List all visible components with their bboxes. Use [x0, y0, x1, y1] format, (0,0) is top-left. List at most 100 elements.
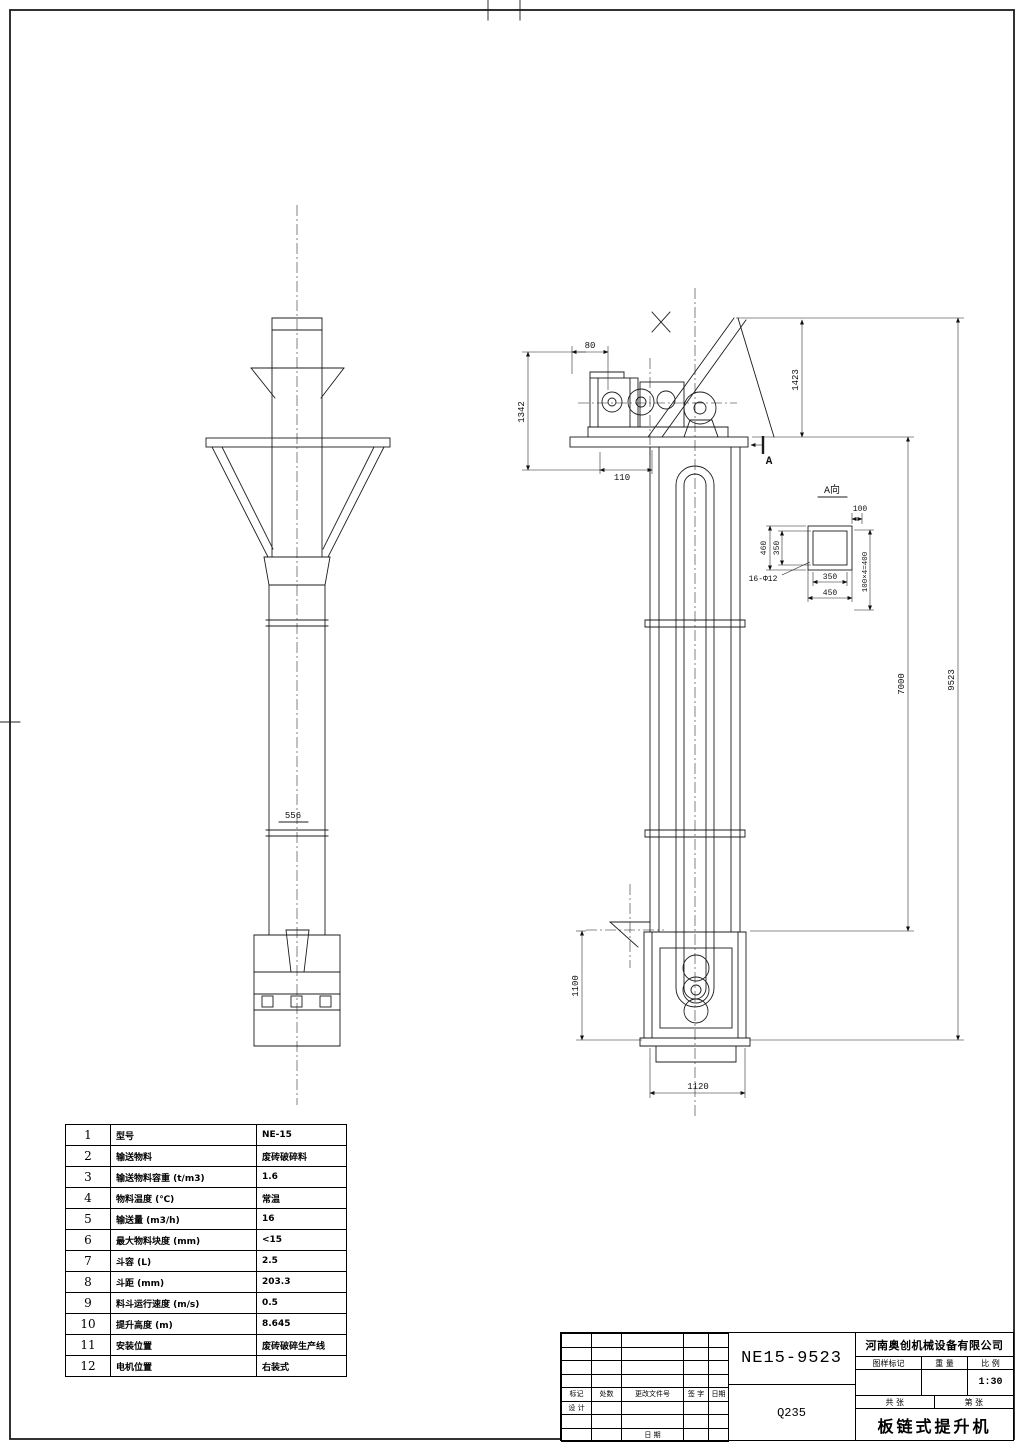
title-block: 标记处数更改文件号签 字日期设 计日 期 NE15-9523 Q235 河南奥创…: [560, 1332, 1014, 1442]
dim-100x4: 100×4=400: [862, 551, 870, 592]
revision-cell: [621, 1373, 684, 1388]
dimension-lines: [522, 317, 964, 1098]
param-no: 1: [65, 1124, 111, 1146]
revision-cell: [708, 1360, 729, 1375]
detail-view-a: [766, 496, 874, 611]
param-name: 输送物料: [110, 1145, 257, 1167]
title-block-middle: NE15-9523 Q235: [728, 1333, 856, 1440]
revision-cell: [561, 1414, 592, 1429]
param-name: 输送量 (m3/h): [110, 1208, 257, 1230]
revision-cell: [683, 1427, 709, 1442]
product-name: 板链式提升机: [877, 1416, 992, 1436]
dim-110: 110: [614, 473, 630, 483]
dim-100: 100: [853, 505, 868, 514]
revision-cell: 设 计: [561, 1400, 592, 1415]
revision-cell: [683, 1400, 709, 1415]
dim-1120: 1120: [687, 1082, 709, 1092]
sheets-total: 共 张: [856, 1396, 935, 1408]
param-value: 8.645: [256, 1313, 347, 1335]
side-view: [569, 288, 775, 1118]
param-no: 11: [65, 1334, 111, 1356]
param-no: 4: [65, 1187, 111, 1209]
param-name: 物料温度 (℃): [110, 1187, 257, 1209]
detail-title: A向: [824, 483, 840, 497]
param-value: 16: [256, 1208, 347, 1230]
sheet-number: 第 张: [964, 1397, 984, 1407]
label-weight: 重 量: [922, 1357, 968, 1369]
param-name: 型号: [110, 1124, 257, 1146]
param-value: 废砖破碎料: [256, 1145, 347, 1167]
revision-cell: [561, 1360, 592, 1375]
company-name: 河南奥创机械设备有限公司: [856, 1333, 1013, 1357]
revision-cell: [561, 1427, 592, 1442]
front-view: [205, 205, 391, 1105]
dim-1342: 1342: [517, 401, 527, 423]
revision-cell: [561, 1346, 592, 1361]
param-no: 12: [65, 1355, 111, 1377]
revision-cell: [591, 1427, 622, 1442]
revision-cell: 处数: [591, 1387, 622, 1402]
revision-cell: [591, 1333, 622, 1348]
param-name: 电机位置: [110, 1355, 257, 1377]
revision-cell: 日期: [708, 1387, 729, 1402]
param-name: 输送物料容重 (t/m3): [110, 1166, 257, 1188]
dim-556: 556: [285, 811, 301, 821]
revision-cell: [708, 1346, 729, 1361]
dimension-labels: 556 80 1342 110 1423 7000 9523 1100 1120…: [285, 341, 957, 1092]
revision-cell: 日 期: [621, 1427, 684, 1442]
title-block-value-row: 1:30: [856, 1370, 1013, 1396]
dim-460: 460: [760, 541, 769, 556]
param-value: 2.5: [256, 1250, 347, 1272]
dim-350-bottom: 350: [823, 573, 838, 582]
revision-cell: [708, 1414, 729, 1429]
revision-cell: [683, 1414, 709, 1429]
revision-cell: 标记: [561, 1387, 592, 1402]
title-block-sheet-row: 共 张 第 张: [856, 1396, 1013, 1409]
param-value: <15: [256, 1229, 347, 1251]
revision-row: [561, 1373, 729, 1388]
revision-cell: [683, 1373, 709, 1388]
revision-cell: [683, 1333, 709, 1348]
revision-cell: [591, 1346, 622, 1361]
dim-9523: 9523: [947, 669, 957, 691]
revision-row: [561, 1414, 729, 1429]
label-scale: 比 例: [981, 1358, 1000, 1368]
param-no: 10: [65, 1313, 111, 1335]
revision-cell: [591, 1414, 622, 1429]
param-name: 最大物料块度 (mm): [110, 1229, 257, 1251]
revision-row: 设 计: [561, 1400, 729, 1415]
param-no: 6: [65, 1229, 111, 1251]
revision-cell: [683, 1360, 709, 1375]
param-no: 3: [65, 1166, 111, 1188]
material-spec: Q235: [777, 1405, 806, 1420]
param-value: 常温: [256, 1187, 347, 1209]
param-value: 右装式: [256, 1355, 347, 1377]
param-name: 斗距 (mm): [110, 1271, 257, 1293]
dim-1100: 1100: [571, 975, 581, 997]
param-name: 料斗运行速度 (m/s): [110, 1292, 257, 1314]
revision-cell: [708, 1400, 729, 1415]
revision-cell: 更改文件号: [621, 1387, 684, 1402]
revision-cell: [621, 1414, 684, 1429]
revision-row: [561, 1333, 729, 1348]
dim-350-left: 350: [773, 541, 782, 556]
dim-80: 80: [585, 341, 596, 351]
param-value: 1.6: [256, 1166, 347, 1188]
revision-cell: [708, 1333, 729, 1348]
param-no: 2: [65, 1145, 111, 1167]
revision-cell: [683, 1346, 709, 1361]
label-drawing-mark: 图样标记: [856, 1357, 922, 1369]
param-value: 0.5: [256, 1292, 347, 1314]
